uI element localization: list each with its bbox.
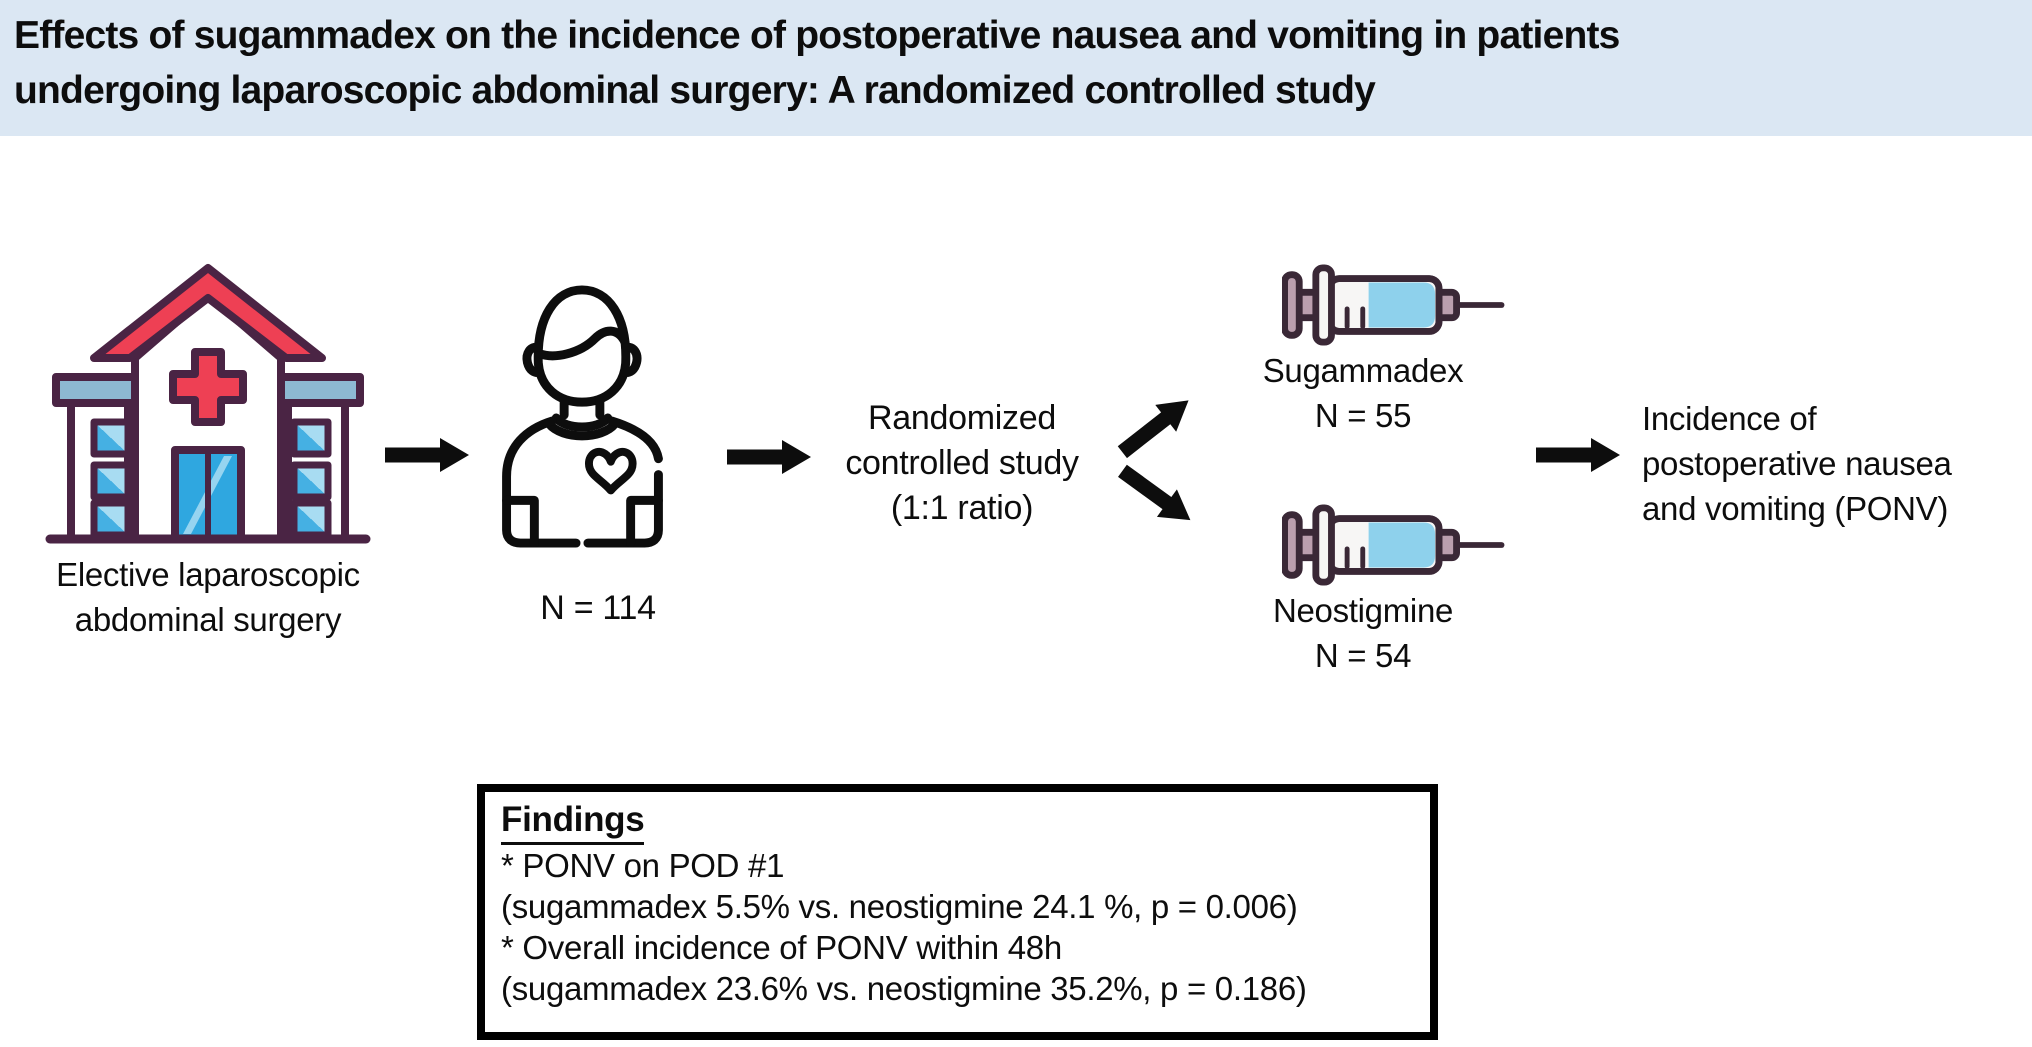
source-label: Elective laparoscopic abdominal surgery [56,556,360,638]
title-line-1: Effects of sugammadex on the incidence o… [14,14,1620,57]
title-line-2: undergoing laparoscopic abdominal surger… [14,69,1376,112]
right-arrow-icon-3 [1536,438,1620,472]
randomization-text: Randomized controlled study (1:1 ratio) [845,399,1079,527]
right-arrow-icon-1 [385,438,469,472]
branch-arrow-down-icon [1118,464,1191,521]
hospital-cross-icon [169,348,247,426]
person-right-ear [620,342,642,377]
findings-line-1: * PONV on POD #1 [501,847,785,884]
hospital-roof [90,264,326,362]
syringe-icon-neostigmine [1282,504,1505,586]
branch-arrow-up-icon [1117,400,1189,459]
syringe-flange [1312,264,1335,346]
findings-line-4: (sugammadex 23.6% vs. neostigmine 35.2%,… [501,970,1307,1007]
hospital-right-canopy [277,373,364,407]
outcome-text: Incidence of postoperative nausea and vo… [1642,400,1952,527]
syringe-liquid [1368,282,1436,328]
hospital-building-icon [45,264,371,544]
population-count: N = 114 [540,589,656,627]
person-torso [502,416,581,548]
heart-icon [584,447,637,495]
right-arrow-icon-2 [727,440,811,474]
syringe-icon-sugammadex [1282,264,1505,346]
patient-person-icon [502,285,663,548]
arm-neostigmine-label: Neostigmine N = 54 [1272,592,1454,674]
person-collar [551,413,613,432]
title-bar: Effects of sugammadex on the incidence o… [0,0,2032,136]
hospital-windows [90,418,332,539]
findings-heading: Findings [501,798,645,845]
syringe-plunger-cap [1282,271,1303,339]
findings-line-2: (sugammadex 5.5% vs. neostigmine 24.1 %,… [501,888,1298,925]
person-hair [534,326,630,361]
arm-sugammadex-label: Sugammadex N = 55 [1262,352,1464,434]
findings-line-3: * Overall incidence of PONV within 48h [501,929,1062,966]
hospital-left-canopy [52,373,139,407]
person-left-ear [522,342,544,377]
findings-box: Findings * PONV on POD #1 (sugammadex 5.… [477,784,1438,1040]
